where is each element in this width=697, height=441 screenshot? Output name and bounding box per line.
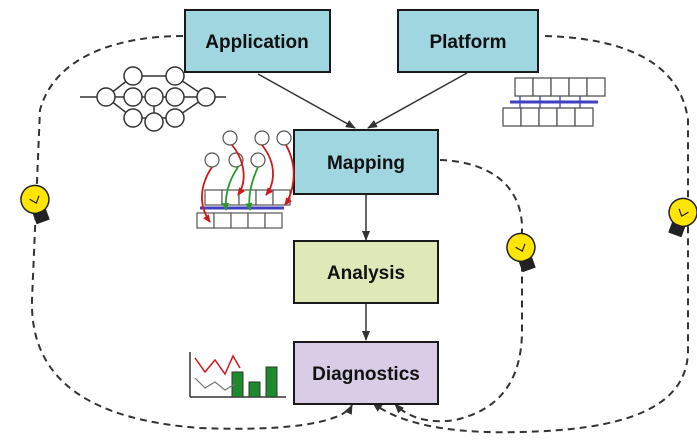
node-platform[interactable]: Platform bbox=[397, 9, 539, 73]
feedback-loop-to-mapping bbox=[394, 159, 523, 423]
node-mapping[interactable]: Mapping bbox=[293, 129, 439, 195]
node-analysis[interactable]: Analysis bbox=[293, 240, 439, 304]
node-diagnostics-label: Diagnostics bbox=[312, 364, 420, 385]
chart-thumbnail-icon bbox=[189, 352, 286, 398]
task-graph-icon bbox=[80, 66, 226, 132]
node-analysis-label: Analysis bbox=[327, 263, 405, 284]
edge-application-to-mapping bbox=[257, 73, 356, 129]
mapping-illustration-icon bbox=[196, 130, 295, 229]
node-mapping-label: Mapping bbox=[327, 153, 405, 174]
node-diagnostics[interactable]: Diagnostics bbox=[293, 341, 439, 405]
node-application-label: Application bbox=[205, 32, 308, 53]
lightbulb-icon bbox=[668, 197, 697, 238]
platform-grid-icon bbox=[502, 77, 606, 127]
feedback-loop-to-application bbox=[30, 35, 353, 430]
lightbulb-icon bbox=[20, 184, 50, 225]
lightbulb-icon bbox=[506, 232, 536, 273]
edge-platform-to-mapping bbox=[367, 72, 468, 129]
feedback-loop-to-platform bbox=[372, 35, 689, 434]
node-application[interactable]: Application bbox=[184, 9, 331, 73]
node-platform-label: Platform bbox=[429, 32, 506, 53]
